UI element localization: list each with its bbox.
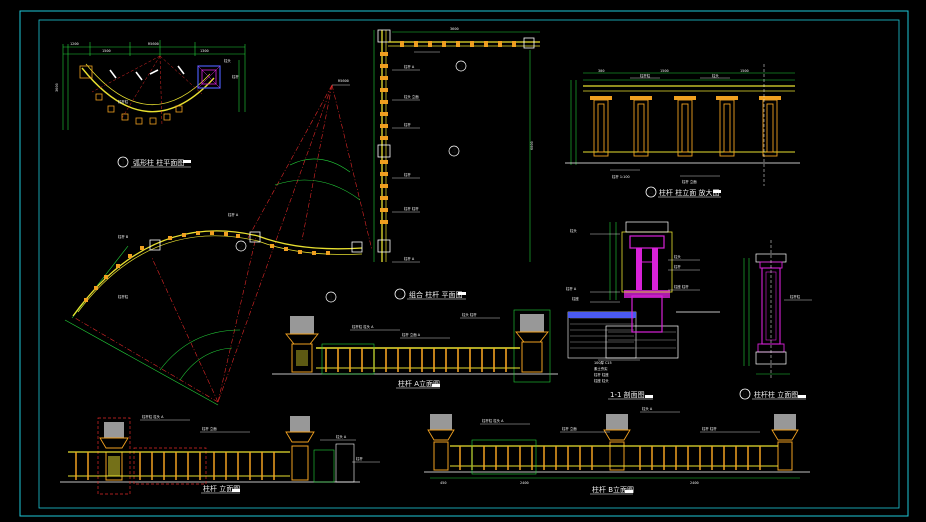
svg-text:1200: 1200 [70, 42, 79, 46]
svg-text:柱杆柱 柱头 A: 柱杆柱 柱头 A [482, 418, 504, 423]
view-1-arc-plan: 1200 1500 R5600 1300 3600 柱杆柱 柱头 柱杆 1 弧形… [55, 40, 246, 168]
view-2-number: 2 [397, 290, 403, 299]
svg-text:柱头: 柱头 [570, 228, 577, 233]
svg-text:1: 1 [328, 293, 334, 302]
svg-text:1500: 1500 [740, 69, 749, 73]
svg-text:柱杆 A: 柱杆 A [228, 212, 239, 217]
svg-text:2400: 2400 [690, 481, 699, 485]
svg-text:柱头 A: 柱头 A [336, 434, 347, 439]
svg-text:柱杆柱 柱头 A: 柱杆柱 柱头 A [352, 324, 374, 329]
svg-text:柱杆 柱杆: 柱杆 柱杆 [404, 206, 419, 211]
view-2-composite-plan: 柱杆 A 柱头 立面 柱杆 柱杆 柱杆 柱杆 柱杆 A 3600 6000 R5… [64, 27, 540, 406]
svg-text:柱头: 柱头 [674, 254, 681, 259]
svg-text:柱杆: 柱杆 [404, 122, 411, 127]
svg-text:柱杆柱: 柱杆柱 [118, 99, 129, 104]
svg-text:柱杆 柱杆: 柱杆 柱杆 [702, 426, 717, 431]
svg-text:1300: 1300 [200, 49, 209, 53]
svg-text:R5600: R5600 [148, 42, 159, 46]
svg-text:450: 450 [440, 481, 447, 485]
svg-text:柱座: 柱座 [572, 296, 579, 301]
svg-text:柱杆 1:100: 柱杆 1:100 [612, 174, 630, 179]
elevation-2-title: 柱杆 立面图 [203, 484, 240, 493]
elevation-2: 柱杆柱 柱头 A 柱杆 立面 柱头 A 柱杆 柱杆 立面图 [60, 414, 380, 495]
svg-text:柱杆: 柱杆 [232, 74, 239, 79]
view-B-title: 柱杆柱 立面图 [754, 390, 798, 399]
svg-text:3600: 3600 [450, 27, 459, 31]
svg-text:1500: 1500 [102, 49, 111, 53]
elevation-1: 柱杆柱 柱头 A 柱杆 立面 A 柱头 柱杆 柱杆 A立面图 [272, 309, 558, 389]
svg-text:柱杆: 柱杆 [404, 172, 411, 177]
svg-text:2400: 2400 [520, 481, 529, 485]
section-title: 1-1 剖面图 [610, 390, 645, 399]
view-1-title: 弧形柱 柱平面图 [133, 158, 184, 167]
svg-text:柱头: 柱头 [712, 73, 719, 78]
svg-text:1500: 1500 [660, 69, 669, 73]
svg-text:柱杆 立面: 柱杆 立面 [682, 179, 697, 184]
view-A-title: 柱杆 柱立面 放大图 [659, 188, 719, 197]
view-B-number: B [742, 390, 748, 399]
svg-text:柱杆 B: 柱杆 B [118, 234, 129, 239]
svg-text:柱头 A: 柱头 A [642, 406, 653, 411]
svg-text:柱杆 立面 A: 柱杆 立面 A [402, 332, 421, 337]
svg-text:柱座 柱头: 柱座 柱头 [594, 378, 609, 383]
svg-text:柱座 柱杆: 柱座 柱杆 [674, 284, 689, 289]
svg-text:柱头 立面: 柱头 立面 [404, 94, 419, 99]
svg-text:4: 4 [451, 147, 457, 156]
svg-text:2: 2 [238, 242, 244, 251]
elevation-1-title: 柱杆 A立面图 [398, 379, 440, 388]
view-A-elevation: 柱杆柱 柱头 柱杆 1:100 柱杆 立面 300 1500 1500 A 柱杆… [565, 64, 800, 198]
sheet-outer-frame [19, 10, 909, 517]
svg-text:6000: 6000 [530, 141, 534, 150]
svg-text:素土夯实: 素土夯实 [594, 366, 608, 371]
svg-text:柱杆柱: 柱杆柱 [790, 294, 801, 299]
elevation-3: 柱杆柱 柱头 A 柱杆 立面 柱头 A 柱杆 柱杆 450 2400 2400 … [424, 406, 810, 495]
svg-text:柱杆: 柱杆 [356, 456, 363, 461]
svg-text:柱杆 A: 柱杆 A [404, 64, 415, 69]
svg-text:3: 3 [458, 62, 464, 71]
view-1-number: 1 [120, 158, 126, 167]
svg-text:柱杆柱: 柱杆柱 [118, 294, 129, 299]
svg-text:柱杆 立面: 柱杆 立面 [562, 426, 577, 431]
svg-text:3600: 3600 [55, 83, 59, 92]
svg-text:柱杆 立面: 柱杆 立面 [202, 426, 217, 431]
svg-text:R5600: R5600 [338, 79, 349, 83]
view-marker-3: 3 [455, 60, 467, 72]
svg-text:柱杆 A: 柱杆 A [404, 256, 415, 261]
view-marker-2b: 2 [235, 240, 247, 252]
sheet-inner-frame [38, 19, 900, 509]
view-2-title: 组合 柱杆 平面图 [409, 290, 462, 299]
svg-text:柱杆柱: 柱杆柱 [640, 73, 651, 78]
elevation-3-title: 柱杆 B立面图 [592, 485, 634, 494]
svg-text:柱杆 柱座: 柱杆 柱座 [594, 372, 609, 377]
view-marker-4: 4 [448, 145, 460, 157]
svg-text:柱头 柱杆: 柱头 柱杆 [462, 312, 477, 317]
svg-text:300: 300 [598, 69, 605, 73]
svg-text:柱杆柱 柱头 A: 柱杆柱 柱头 A [142, 414, 164, 419]
section-1-1: 柱头 柱杆 柱座 柱杆 柱头 柱杆 A 柱座 100厚 C15 素土夯实 柱杆 … [566, 221, 720, 400]
view-A-number: A [648, 188, 655, 197]
view-marker-1b: 1 [325, 291, 337, 303]
svg-text:100厚 C15: 100厚 C15 [594, 360, 612, 365]
svg-text:柱杆 A: 柱杆 A [566, 286, 577, 291]
svg-text:柱杆: 柱杆 [674, 264, 681, 269]
svg-text:柱头: 柱头 [224, 58, 231, 63]
view-B-column-elevation: 柱杆柱 B 柱杆柱 立面图 [739, 240, 812, 400]
